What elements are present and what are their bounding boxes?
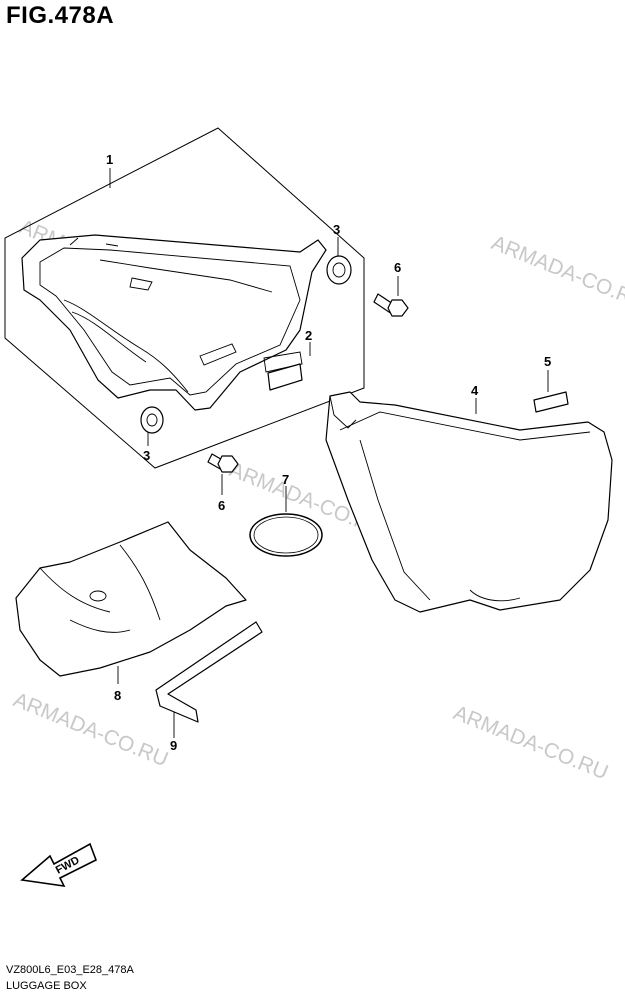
callout-number: 9 xyxy=(170,738,177,753)
part-3-grommet xyxy=(326,255,352,285)
callout-number: 8 xyxy=(114,688,121,703)
part-4-side-cover xyxy=(325,391,613,613)
callout-number: 4 xyxy=(471,383,479,398)
callout-number: 7 xyxy=(282,472,289,487)
callout-number: 1 xyxy=(106,152,113,167)
part-7-ring xyxy=(249,513,323,557)
part-6-bolt xyxy=(207,453,239,473)
callout-number: 6 xyxy=(218,498,225,513)
part-8-tool-bag xyxy=(15,521,247,677)
watermark: ARMADA-CO.RU xyxy=(10,688,171,771)
callout-number: 3 xyxy=(333,222,340,237)
footer-code: VZ800L6_E03_E28_478A xyxy=(6,964,134,976)
figure-title: FIG.478A xyxy=(6,2,115,29)
part-6-bolt xyxy=(373,293,409,317)
part-3-grommet xyxy=(140,406,164,434)
luggage-box-frame xyxy=(21,234,327,411)
assembly-boundary xyxy=(4,127,365,469)
forward-arrow-icon: FWD xyxy=(20,842,98,888)
footer-name: LUGGAGE BOX xyxy=(6,980,87,992)
watermark: ARMADA-CO.RU xyxy=(488,231,625,314)
callout-number: 6 xyxy=(394,260,401,275)
callout-number: 2 xyxy=(305,328,312,343)
part-5-pad xyxy=(533,391,569,413)
callout-number: 5 xyxy=(544,354,551,369)
watermark: ARMADA-CO.RU xyxy=(450,701,611,784)
callout-number: 3 xyxy=(143,448,150,463)
part-9-hex-wrench xyxy=(155,621,263,723)
part-2-pad xyxy=(267,363,303,391)
